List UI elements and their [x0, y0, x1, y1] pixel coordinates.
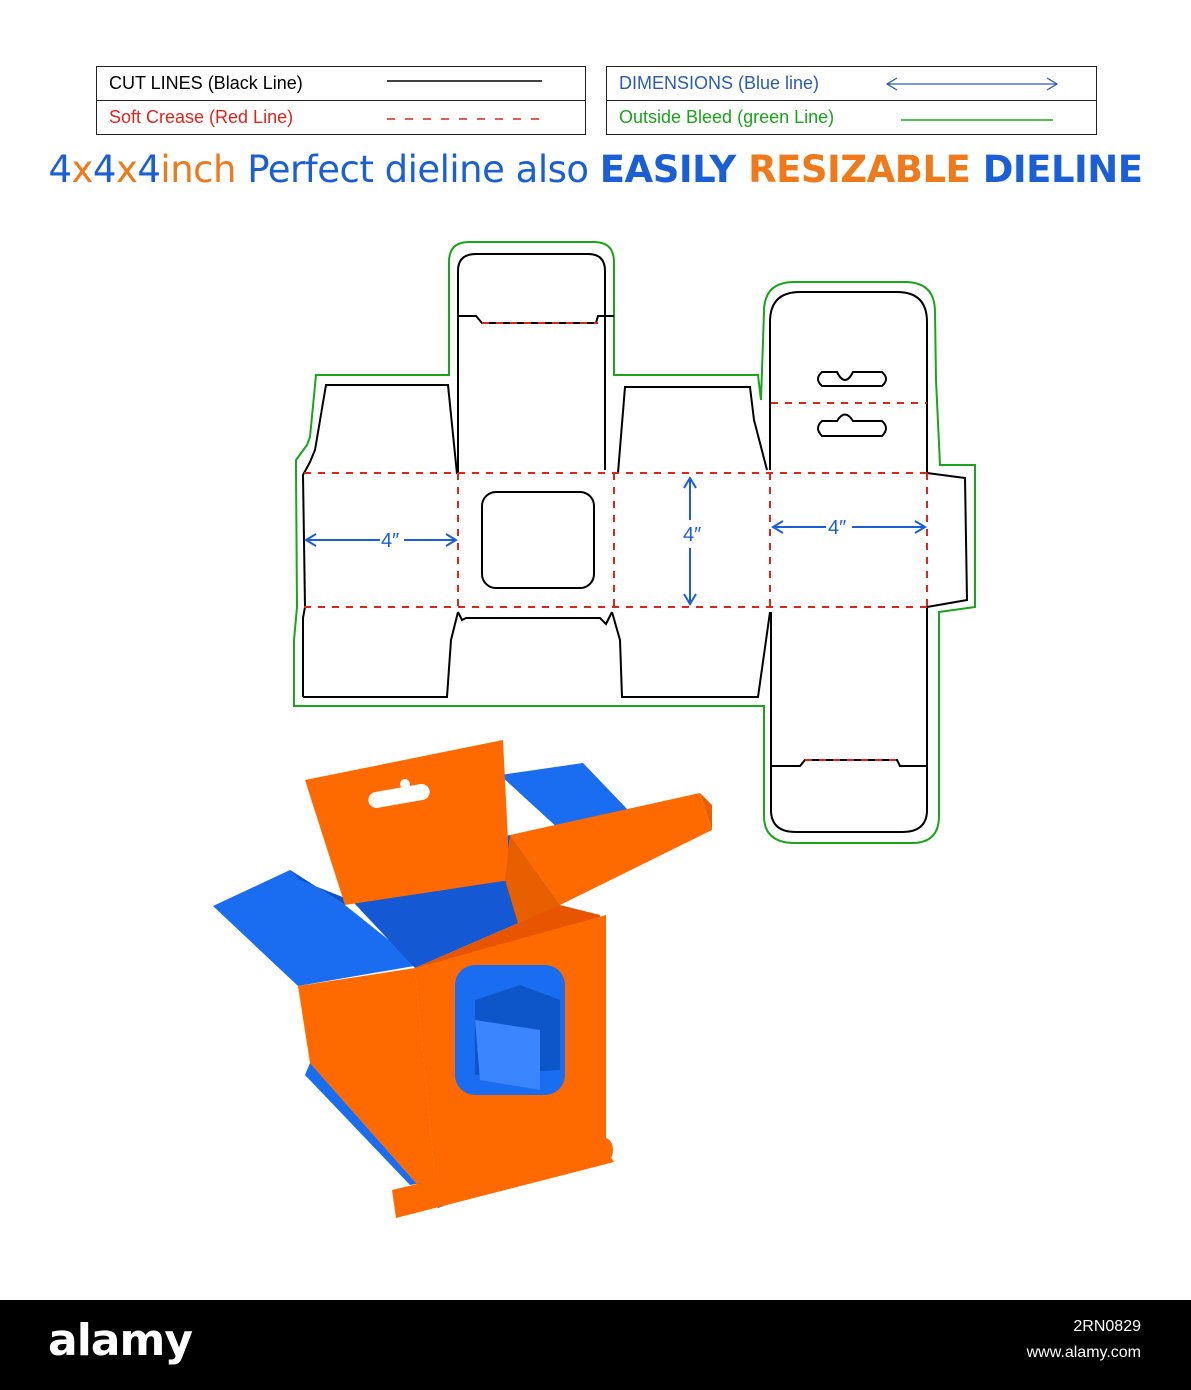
headline-part: EASILY [599, 148, 736, 191]
legend-dimension-label: DIMENSIONS (Blue line) [619, 73, 820, 93]
headline-part: 4 [48, 148, 72, 191]
legend-row-crease: Soft Crease (Red Line) [97, 100, 585, 134]
image-id: 2RN0829 [1073, 1318, 1141, 1335]
headline-part: Perfect dieline also [235, 148, 600, 191]
headline-part: RESIZABLE [735, 148, 983, 191]
watermark-footer: alamy 2RN0829 www.alamy.com [0, 1300, 1191, 1390]
headline-part: 4 [92, 148, 117, 191]
dieline-diagram: 4″ 4″ 4″ [213, 241, 976, 1218]
box-lid [510, 793, 712, 905]
dimension-height-center: 4″ [683, 524, 701, 546]
headline-part: DIELINE [982, 148, 1143, 191]
dimension-arrow-swatch [885, 77, 1059, 91]
legend-crease-label: Soft Crease (Red Line) [109, 107, 294, 127]
legend-row-bleed: Outside Bleed (green Line) [607, 100, 1096, 134]
headline-part: x [71, 148, 94, 191]
legend-row-dimension: DIMENSIONS (Blue line) [607, 67, 1096, 100]
site-url: www.alamy.com [1026, 1344, 1141, 1361]
box-3d-illustration [213, 740, 712, 1218]
legend-cut-label: CUT LINES (Black Line) [109, 73, 303, 93]
headline-part: x [115, 148, 138, 191]
box-front-face [298, 968, 438, 1208]
legend-dimension-bleed: DIMENSIONS (Blue line) Outside Bleed (gr… [606, 66, 1097, 135]
alamy-logo: alamy [48, 1315, 193, 1366]
headline-part: inch [160, 148, 236, 191]
headline: 4x4x4inch Perfect dieline also EASILY RE… [0, 148, 1191, 191]
dimension-arrows [304, 476, 927, 606]
headline-part: 4 [137, 148, 161, 191]
box-hanger-tab [305, 740, 510, 905]
crease-lines [304, 322, 928, 761]
box-bottom-tab [392, 1140, 614, 1218]
legend-cut-crease: CUT LINES (Black Line) Soft Crease (Red … [96, 66, 586, 135]
dimension-width-left: 4″ [381, 530, 399, 552]
box-back-flap [500, 763, 628, 830]
legend-bleed-label: Outside Bleed (green Line) [619, 107, 835, 127]
bleed-line-swatch [901, 119, 1053, 121]
cut-lines [301, 253, 969, 833]
box-hanger-hole [368, 784, 430, 808]
dimension-width-right: 4″ [828, 517, 846, 539]
legend-row-cut: CUT LINES (Black Line) [97, 67, 585, 100]
outside-bleed-line [293, 241, 976, 844]
crease-line-swatch [387, 118, 542, 120]
box-left-flap [213, 870, 420, 986]
cut-line-swatch [387, 80, 542, 82]
